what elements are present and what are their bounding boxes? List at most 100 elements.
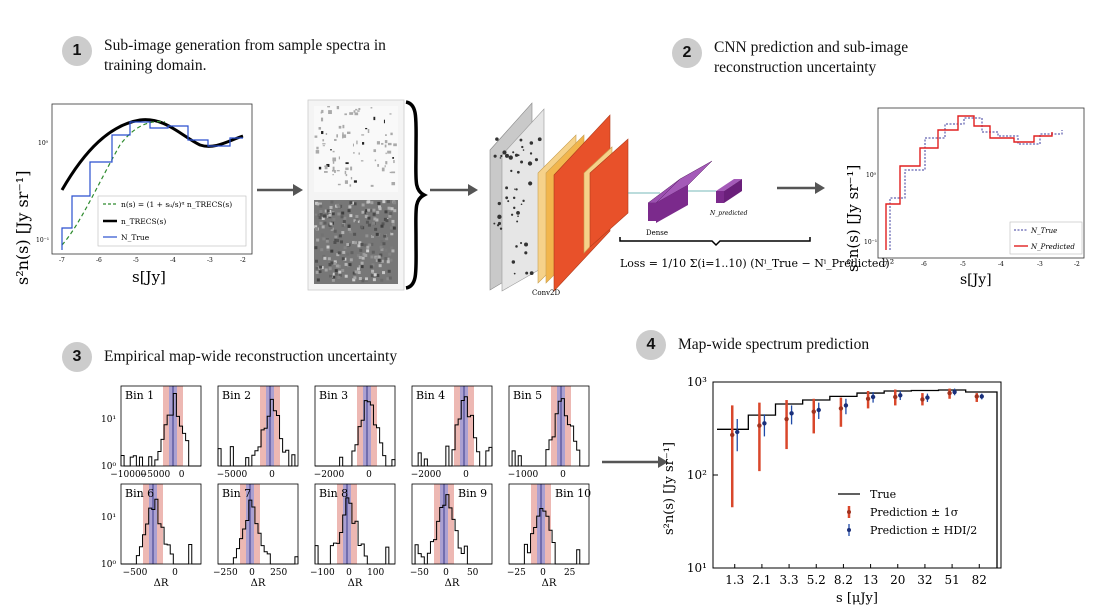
conv-label: Conv2D: [532, 289, 560, 297]
map-pixel: [361, 203, 365, 207]
map-pixel: [345, 167, 349, 171]
map-pixel: [389, 171, 392, 174]
map-pixel: [344, 113, 347, 116]
map-pixel: [370, 107, 373, 109]
map-source: [517, 154, 520, 157]
map-source: [529, 152, 533, 155]
map-pixel: [386, 200, 390, 204]
map-pixel: [314, 227, 318, 231]
map-pixel: [372, 208, 376, 212]
map-pixel: [344, 170, 347, 175]
map-pixel: [373, 116, 376, 121]
data-point: [784, 416, 789, 422]
chart-axes: [712, 381, 1002, 569]
map-pixel: [350, 166, 353, 171]
map-pixel: [321, 131, 324, 135]
map-pixel: [337, 212, 341, 216]
map-pixel: [387, 269, 391, 273]
map-source: [502, 150, 507, 155]
map-pixel: [340, 240, 344, 244]
trecs-curve: [60, 118, 244, 191]
map-pixel: [355, 108, 358, 111]
map-pixel: [353, 202, 357, 206]
map-pixel: [370, 184, 374, 187]
xtick-label: −2000: [314, 470, 345, 480]
xtick-label: −500: [123, 568, 148, 578]
xtick-label: 0: [269, 470, 275, 480]
xtick-label: 0: [463, 470, 469, 480]
map-pixel: [386, 277, 390, 281]
panel1-ytick: 10⁰: [38, 140, 49, 147]
map-pixel: [332, 275, 336, 279]
map-pixel: [375, 256, 379, 260]
map-pixel: [360, 265, 364, 269]
map-pixel: [386, 260, 390, 264]
map-pixel: [375, 232, 379, 236]
map-source: [516, 211, 520, 215]
map-pixel: [332, 166, 335, 171]
step-number-badge: 3: [62, 342, 92, 372]
xtick-label: 5.2: [807, 573, 826, 587]
map-pixel: [341, 211, 345, 215]
step-line: Sub-image generation from sample spectra…: [104, 37, 386, 54]
map-pixel: [375, 218, 379, 222]
map-pixel: [353, 241, 357, 245]
histogram-axes: [120, 385, 202, 467]
map-pixel: [393, 209, 397, 213]
map-pixel: [318, 216, 322, 220]
map-pixel: [351, 240, 355, 244]
map-pixel: [330, 261, 334, 265]
map-pixel: [322, 214, 326, 218]
map-pixel: [329, 205, 333, 209]
map-pixel: [327, 257, 331, 261]
map-source: [505, 153, 510, 158]
map-pixel: [322, 143, 326, 145]
panel2-axes: [877, 107, 1085, 259]
data-point: [811, 409, 816, 414]
map-pixel: [330, 200, 334, 204]
map-pixel: [364, 277, 368, 281]
step-line: reconstruction uncertainty: [714, 59, 877, 76]
map-pixel: [331, 169, 336, 172]
legend-label: True: [870, 488, 896, 501]
map-pixel: [344, 274, 348, 278]
map-pixel: [365, 209, 369, 213]
ytick-label: 10⁰: [101, 560, 116, 570]
map-pixel: [385, 152, 387, 155]
map-pixel: [334, 235, 338, 239]
map-pixel: [331, 212, 335, 216]
map-pixel: [387, 150, 392, 154]
xtick-label: 25: [564, 568, 576, 578]
panel2-ylabel: s²n(s) [Jy sr⁻¹]: [844, 165, 862, 272]
yaxis-label: s²n(s) [Jy sr⁻¹]: [662, 442, 677, 535]
map-source: [510, 213, 514, 216]
map-pixel: [361, 279, 365, 283]
map-pixel: [383, 119, 385, 124]
map-pixel: [337, 183, 341, 186]
map-pixel: [371, 234, 375, 238]
npredicted-step-line: [885, 115, 1053, 250]
sparse-source-map: [314, 106, 398, 192]
map-pixel: [366, 245, 370, 249]
map-pixel: [377, 233, 381, 237]
map-pixel: [391, 249, 395, 253]
ytick-label: 10⁰: [101, 462, 116, 472]
legend-entry: N_Predicted: [1030, 243, 1075, 251]
map-pixel: [349, 214, 353, 218]
map-pixel: [358, 241, 362, 245]
loss-formula: Loss = 1/10 Σ(i=1..10) (Nⁱ_True − Nⁱ_Pre…: [620, 257, 894, 270]
map-pixel: [324, 209, 328, 213]
map-pixel: [355, 214, 359, 218]
map-pixel: [382, 242, 386, 246]
map-source: [529, 271, 534, 276]
map-pixel: [391, 219, 395, 223]
map-source: [497, 201, 501, 206]
map-pixel: [368, 243, 372, 247]
loss-brace: [619, 237, 811, 247]
input-map-sources: [493, 137, 542, 276]
ytick-label: 10¹: [101, 415, 116, 425]
map-pixel: [342, 250, 346, 254]
